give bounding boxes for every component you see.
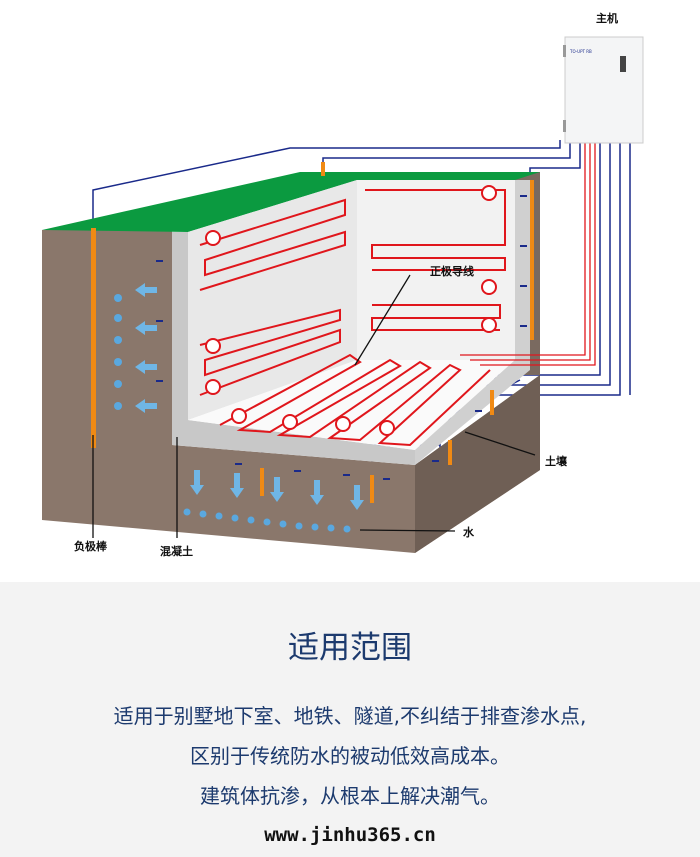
water-drops: [114, 294, 351, 533]
minus-signs: [156, 195, 527, 480]
description-line: 区别于传统防水的被动低效高成本。: [190, 744, 510, 768]
website-url: www.jinhu365.cn: [264, 824, 436, 846]
device-brand: TO-UPT RB: [569, 49, 592, 54]
electro-osmosis-diagram: TO-UPT RB 主机 正极导线 土壤 水 负极棒 混凝土: [42, 11, 644, 558]
water-label: 水: [463, 525, 475, 539]
host-device: TO-UPT RB: [563, 36, 644, 144]
wire-bundle: [460, 142, 596, 366]
pointer-arrows: [92, 274, 536, 538]
description-line: 建筑体抗渗，从根本上解决潮气。: [200, 784, 500, 808]
concrete-label: 混凝土: [160, 544, 193, 558]
negative-rod-label: 负极棒: [74, 539, 108, 553]
water-arrows: [135, 283, 364, 510]
plus-markers: [205, 185, 497, 436]
positive-wires: [199, 189, 506, 447]
negative-rods: [91, 162, 534, 503]
host-label: 主机: [596, 11, 618, 25]
description-line: 适用于别墅地下室、地铁、隧道,不纠结于排查渗水点,: [113, 704, 587, 728]
application-section: 适用范围 适用于别墅地下室、地铁、隧道,不纠结于排查渗水点, 区别于传统防水的被…: [0, 582, 700, 857]
positive-wire-label: 正极导线: [430, 264, 474, 278]
section-title: 适用范围: [288, 630, 412, 666]
soil-label: 土壤: [545, 454, 568, 468]
